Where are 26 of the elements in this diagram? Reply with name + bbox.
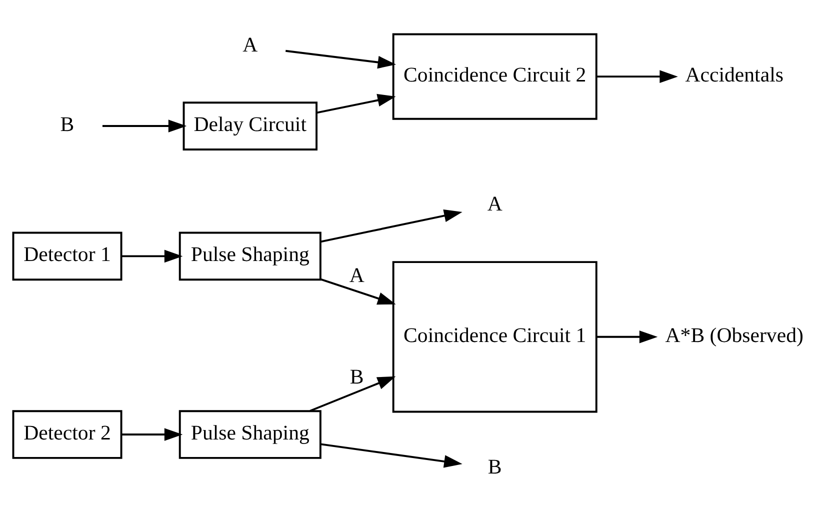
node-box: Detector 2: [12, 410, 122, 459]
arrow: [122, 250, 183, 263]
arrow: [320, 443, 462, 468]
node-text: A: [487, 191, 502, 216]
edge-label: B: [350, 364, 364, 388]
node-box: Coincidence Circuit 1: [392, 261, 598, 413]
node-box: Detector 1: [12, 232, 122, 281]
node-box: Delay Circuit: [182, 102, 318, 150]
node-text: A*B (Observed): [665, 322, 804, 347]
arrow: [320, 209, 462, 243]
node-box: Pulse Shaping: [178, 232, 322, 281]
arrow: [596, 330, 658, 344]
arrow: [316, 94, 396, 114]
node-text: Accidentals: [685, 62, 784, 87]
node-box: Coincidence Circuit 2: [392, 33, 598, 120]
node-box: Pulse Shaping: [178, 410, 322, 459]
arrow: [596, 70, 678, 83]
node-text: B: [488, 454, 502, 478]
arrow: [310, 376, 396, 412]
arrow: [122, 428, 183, 441]
edge-label: A: [349, 262, 364, 287]
arrow: [286, 50, 396, 69]
arrow: [320, 278, 396, 305]
node-text: B: [60, 112, 74, 136]
node-text: A: [242, 32, 258, 57]
arrow: [102, 120, 187, 132]
